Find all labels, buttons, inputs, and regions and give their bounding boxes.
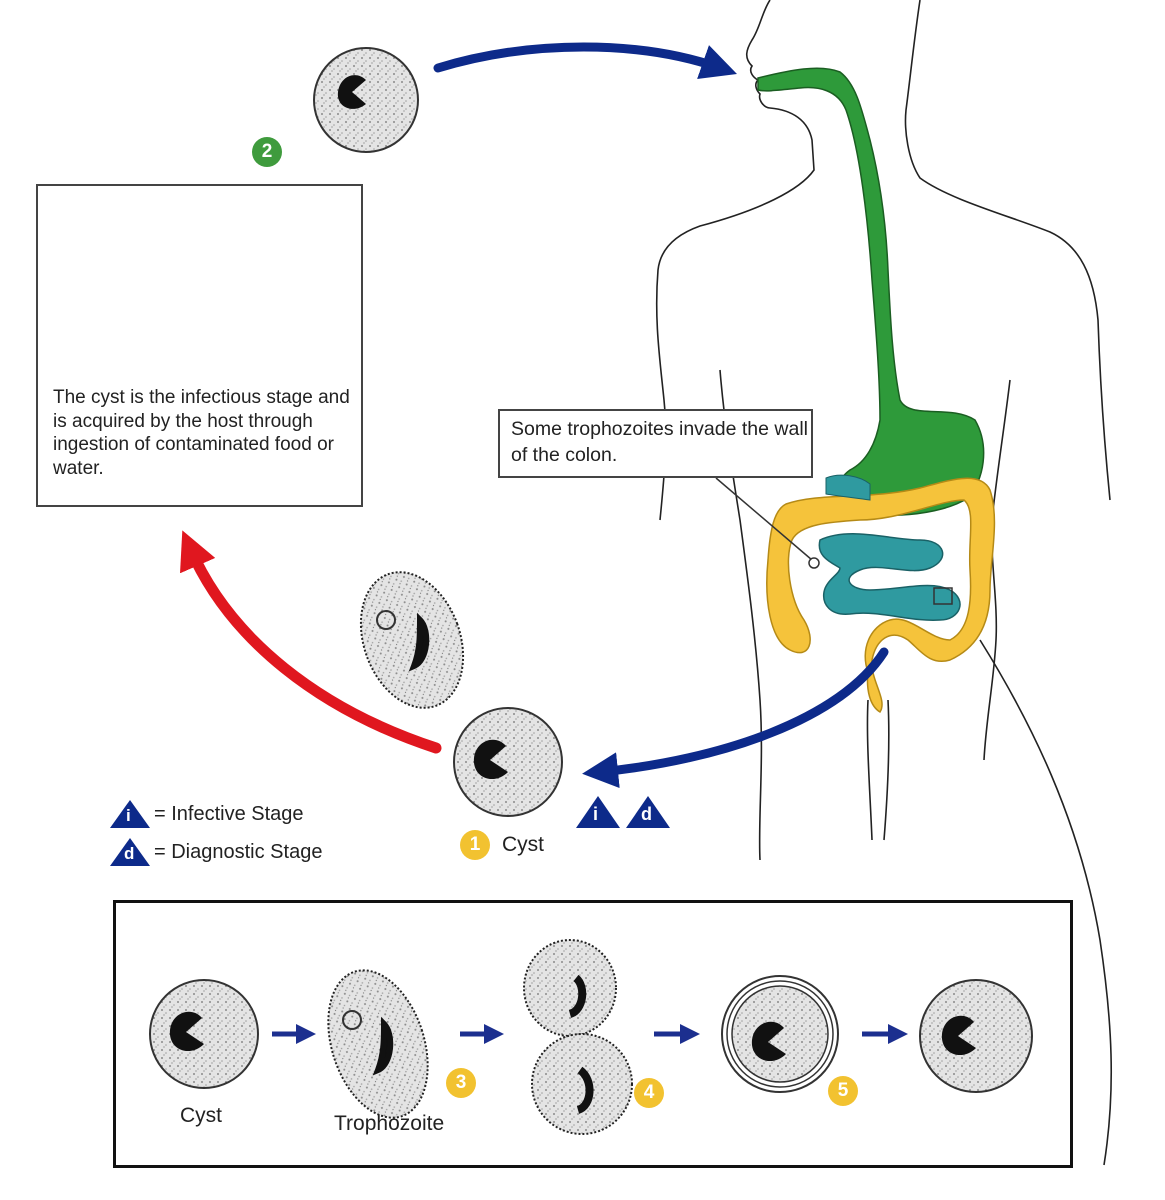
bottom-cyst-1 [149, 979, 259, 1089]
marker-d-letter: d [641, 804, 652, 824]
colon-invasion-text: Some trophozoites invade the wall of the… [511, 418, 809, 466]
legend-diagnostic-triangle [110, 838, 150, 866]
trophozoite-floating [359, 571, 465, 709]
colon-invasion-box [498, 409, 813, 478]
bottom-cyst-2 [919, 979, 1033, 1093]
ingestion-arrow [433, 42, 737, 80]
marker-i-triangle [576, 796, 620, 828]
marker-d-triangle [626, 796, 670, 828]
cyst-top [313, 47, 419, 153]
callout-lines [715, 477, 953, 605]
stage-1-cyst-label: Cyst [502, 833, 544, 856]
legend-infective-triangle [110, 800, 150, 828]
bottom-trophozoite [327, 969, 429, 1119]
cyst-main [453, 707, 563, 817]
stage-5-badge: 5 [828, 1076, 858, 1106]
legend-infective-label: = Infective Stage [154, 803, 304, 825]
stage-2-badge: 2 [252, 137, 282, 167]
excretion-arrow [582, 647, 889, 789]
stage-1-badge: 1 [460, 830, 490, 860]
stage-4-badge: 4 [634, 1078, 664, 1108]
bottom-encysting [721, 975, 839, 1093]
transmission-info-text: The cyst is the infectious stage and is … [53, 387, 350, 479]
replication-sequence-box [113, 900, 1073, 1168]
transmission-info-box [36, 184, 363, 507]
stage-3-badge: 3 [446, 1068, 476, 1098]
legend-diagnostic-label: = Diagnostic Stage [154, 841, 323, 863]
legend-diagnostic-letter: d [124, 844, 135, 863]
legend-infective-letter: i [126, 806, 131, 825]
bottom-cyst-label: Cyst [180, 1104, 222, 1127]
bottom-dividing-trophozoite [523, 939, 633, 1135]
marker-i-letter: i [593, 804, 599, 824]
small-intestine [818, 474, 961, 621]
large-intestine [766, 477, 996, 714]
contamination-arrow [180, 530, 442, 754]
bottom-trophozoite-label: Trophozoite [334, 1112, 445, 1135]
esophagus-stomach [757, 67, 985, 517]
